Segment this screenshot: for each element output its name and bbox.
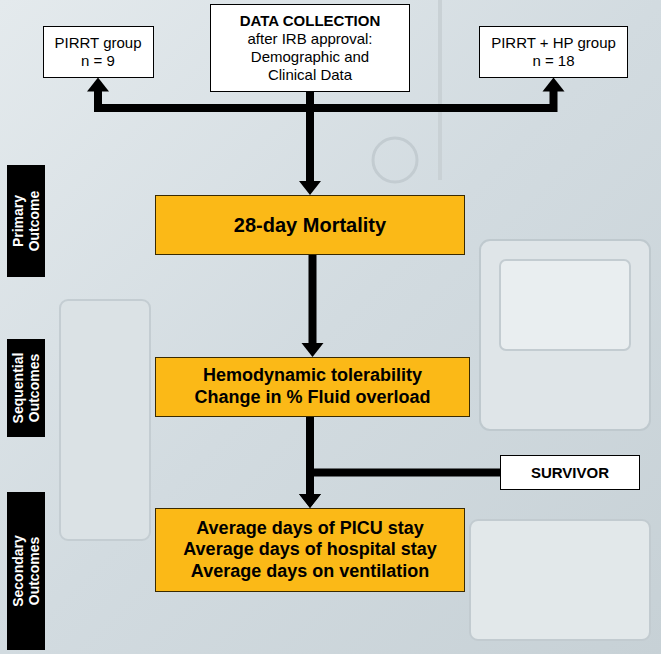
flow-arrow [302,255,324,357]
box-text: 28-day Mortality [234,213,386,237]
text-group: PIRRT + HP groupn = 18 [491,34,616,70]
arrow-line [306,92,314,181]
survivor-box: SURVIVOR [500,455,640,490]
arrow-line [310,473,500,495]
text-group: PIRRT groupn = 9 [55,34,142,70]
flow-arrow [299,92,321,195]
text-group: Hemodynamic tolerabilityChange in % Flui… [194,365,430,408]
outcome-box: 28-day Mortality [155,195,465,255]
data-collection-box: DATA COLLECTIONafter IRB approval: Demog… [210,4,410,92]
arrow-head [87,78,109,92]
equipment-shape [373,138,417,182]
text-group: 28-day Mortality [234,213,386,237]
text-group: Sequential Outcomes [10,343,42,433]
box-text: Primary Outcome [10,176,42,266]
outcome-tab: Secondary Outcomes [7,492,45,650]
arrow-line [98,92,310,109]
text-group: SURVIVOR [531,464,609,482]
box-text: Secondary Outcomes [10,526,42,616]
text-group: Primary Outcome [10,176,42,266]
group-box: PIRRT + HP groupn = 18 [479,26,628,78]
box-text: Hemodynamic tolerability [203,365,422,387]
box-text: Average days of PICU stay [196,518,423,540]
arrow-head [299,181,321,195]
monitor-shape [500,260,630,350]
outcome-box: Hemodynamic tolerabilityChange in % Flui… [155,357,470,417]
arrow-head [543,78,565,92]
box-text: PIRRT group [55,34,142,52]
box-text: DATA COLLECTION [240,12,381,30]
box-text: n = 18 [532,52,574,70]
box-text: Average days of hospital stay [183,539,436,561]
arrow-head [299,494,321,508]
arrow-line [310,92,554,109]
arrow-head [302,343,324,357]
equipment-shape [438,0,442,180]
arrow-head [299,494,321,508]
text-group: Secondary Outcomes [10,526,42,616]
outcome-tab: Sequential Outcomes [7,339,45,437]
equipment-shape [470,520,650,640]
box-text: after IRB approval: Demographic and Clin… [235,30,385,84]
box-text: Average days on ventilation [191,561,429,583]
text-group: Average days of PICU stayAverage days of… [183,518,436,583]
outcome-tab: Primary Outcome [7,165,45,277]
box-text: Sequential Outcomes [10,343,42,433]
group-box: PIRRT groupn = 9 [43,26,154,78]
equipment-shape [60,300,150,540]
flow-arrow [299,417,321,508]
outcome-box: Average days of PICU stayAverage days of… [155,508,465,592]
box-text: PIRRT + HP group [491,34,616,52]
box-text: n = 9 [81,52,115,70]
box-text: Change in % Fluid overload [194,387,430,409]
flow-arrow [299,473,500,509]
text-group: DATA COLLECTIONafter IRB approval: Demog… [235,12,385,84]
arrow-line [309,255,317,343]
equipment-shape [480,240,650,430]
box-text: SURVIVOR [531,464,609,482]
